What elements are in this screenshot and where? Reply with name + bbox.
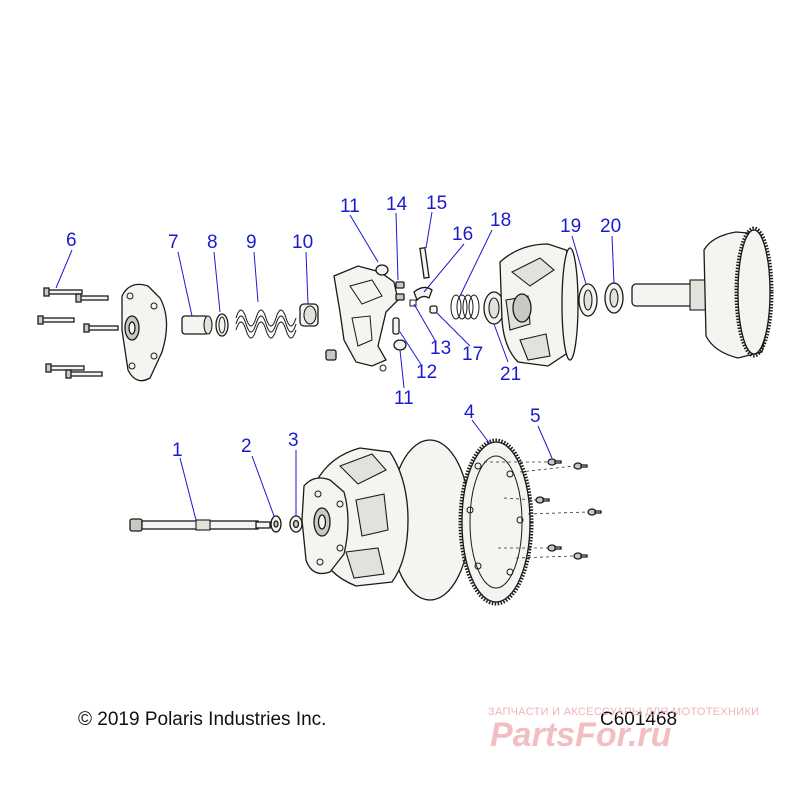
spider-assembly <box>325 265 399 372</box>
part-13-14-washers <box>395 281 417 307</box>
callout-9: 9 <box>246 232 257 253</box>
callout-18: 18 <box>490 210 511 231</box>
callout-6: 6 <box>66 230 77 251</box>
part-6-bolts <box>37 287 119 379</box>
callout-10: 10 <box>292 232 313 253</box>
fixed-sheave-upper <box>631 226 774 359</box>
watermark-tagline: ЗАПЧАСТИ И АКСЕССУАРЫ ДЛЯ МОТОТЕХНИКИ <box>488 706 760 718</box>
callout-numbers: 1 2 3 4 5 6 7 8 9 10 11 11 12 13 14 15 1… <box>66 193 621 461</box>
callout-7: 7 <box>168 232 179 253</box>
part-10-spring-cup <box>299 303 319 327</box>
callout-19: 19 <box>560 216 581 237</box>
callout-2: 2 <box>241 436 252 457</box>
part-7-bushing <box>181 315 213 335</box>
part-8-ring <box>215 313 229 337</box>
part-16-lever <box>413 286 433 302</box>
part-17-cap <box>429 305 438 314</box>
part-9-spring <box>235 309 297 339</box>
sheave-assembly-lower <box>301 439 471 601</box>
callout-16: 16 <box>452 224 473 245</box>
part-19-bushing <box>578 283 598 317</box>
part-12-pin <box>392 317 400 335</box>
callout-5: 5 <box>530 406 541 427</box>
copyright-text: © 2019 Polaris Industries Inc. <box>78 709 327 730</box>
part-2-washer <box>270 515 282 533</box>
watermark-brand: PartsFor.ru <box>490 716 672 754</box>
callout-11-top: 11 <box>340 196 360 217</box>
part-3-washer <box>289 515 303 533</box>
callout-21: 21 <box>500 364 521 385</box>
cover-plate <box>121 283 168 382</box>
callout-17: 17 <box>462 344 483 365</box>
callout-8: 8 <box>207 232 218 253</box>
moveable-sheave-upper <box>499 243 579 367</box>
part-18-rings <box>450 294 480 320</box>
callout-3: 3 <box>288 430 299 451</box>
callout-15: 15 <box>426 193 447 214</box>
part-4-ring-gear <box>458 438 534 606</box>
part-15-pin <box>419 246 430 279</box>
callout-13: 13 <box>430 338 451 359</box>
callout-12: 12 <box>416 362 437 383</box>
part-20-bushing <box>604 282 624 314</box>
leader-lines <box>55 211 615 521</box>
part-11-rollers <box>375 264 407 351</box>
callout-20: 20 <box>600 216 621 237</box>
callout-11-bottom: 11 <box>394 388 414 409</box>
callout-14: 14 <box>386 194 408 215</box>
part-21-bushing <box>483 291 505 325</box>
part-5-screws <box>484 458 602 560</box>
callout-1: 1 <box>172 440 183 461</box>
part-1-bolt <box>129 518 271 532</box>
callout-4: 4 <box>464 402 475 423</box>
diagram-id: C601468 <box>600 709 678 730</box>
